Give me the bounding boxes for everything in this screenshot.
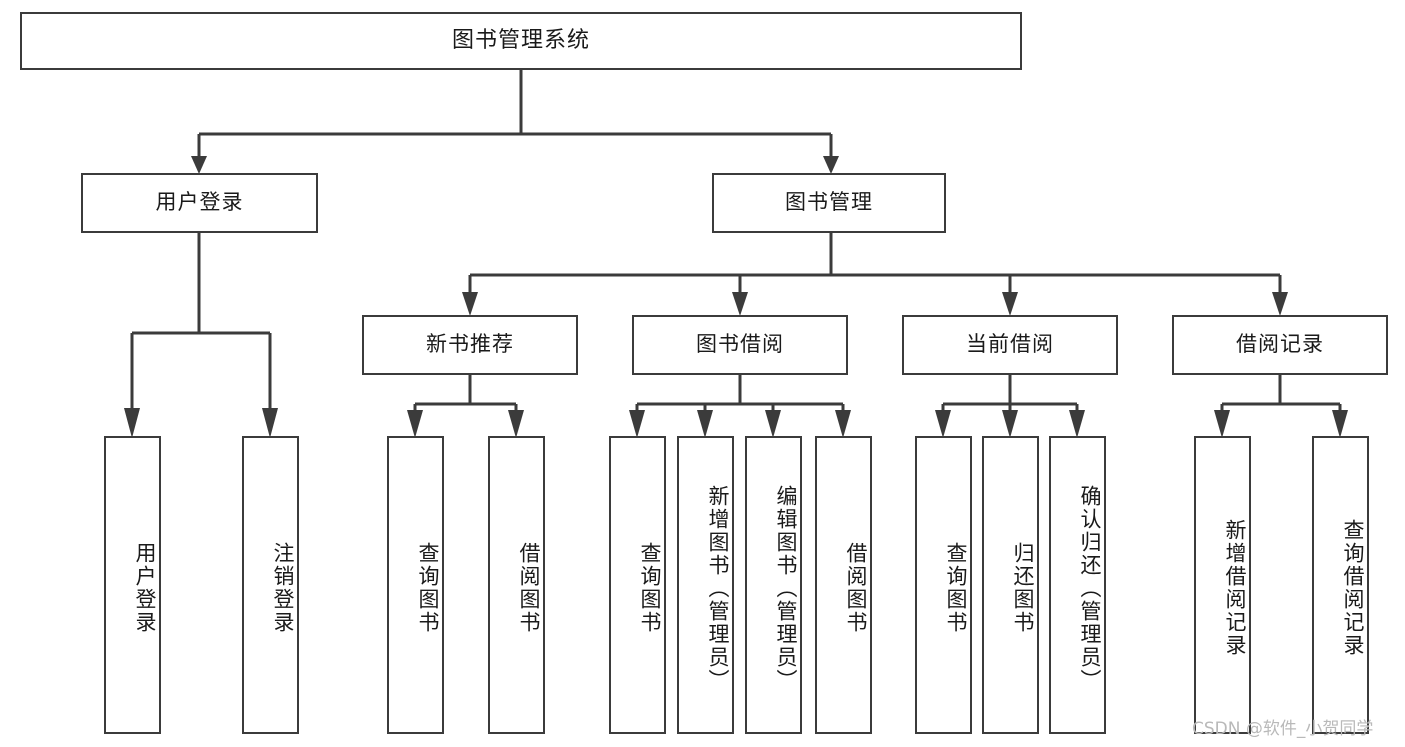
leaf-query-book-2[interactable]: 查询图书 — [609, 436, 666, 734]
leaf-borrow-book-1[interactable]: 借阅图书 — [488, 436, 545, 734]
node-borrow-record[interactable]: 借阅记录 — [1172, 315, 1388, 375]
leaf-edit-book-label: 编辑图书（管理员） — [774, 484, 798, 692]
leaf-user-login-label: 用户登录 — [133, 542, 157, 634]
leaf-logout-login-label: 注销登录 — [271, 542, 295, 634]
leaf-query-book-1[interactable]: 查询图书 — [387, 436, 444, 734]
leaf-borrow-book-2-label: 借阅图书 — [844, 542, 868, 634]
leaf-user-login[interactable]: 用户登录 — [104, 436, 161, 734]
leaf-query-record[interactable]: 查询借阅记录 — [1312, 436, 1369, 734]
node-root-label: 图书管理系统 — [451, 27, 590, 53]
node-current-borrow-label: 当前借阅 — [966, 332, 1054, 357]
leaf-add-record[interactable]: 新增借阅记录 — [1194, 436, 1251, 734]
leaf-query-book-1-label: 查询图书 — [416, 542, 440, 634]
node-new-book-recommend[interactable]: 新书推荐 — [362, 315, 578, 375]
leaf-return-book[interactable]: 归还图书 — [982, 436, 1039, 734]
leaf-edit-book[interactable]: 编辑图书（管理员） — [745, 436, 802, 734]
node-book-borrow[interactable]: 图书借阅 — [632, 315, 848, 375]
node-user-login[interactable]: 用户登录 — [81, 173, 318, 233]
node-borrow-record-label: 借阅记录 — [1236, 332, 1324, 357]
leaf-query-book-3[interactable]: 查询图书 — [915, 436, 972, 734]
leaf-logout-login[interactable]: 注销登录 — [242, 436, 299, 734]
leaf-confirm-return[interactable]: 确认归还（管理员） — [1049, 436, 1106, 734]
csdn-watermark: CSDN @软件_小贺同学 — [1192, 719, 1374, 739]
leaf-query-book-2-label: 查询图书 — [638, 542, 662, 634]
node-book-manage[interactable]: 图书管理 — [712, 173, 946, 233]
leaf-query-record-label: 查询借阅记录 — [1341, 519, 1365, 657]
leaf-add-book[interactable]: 新增图书（管理员） — [677, 436, 734, 734]
leaf-borrow-book-2[interactable]: 借阅图书 — [815, 436, 872, 734]
leaf-add-record-label: 新增借阅记录 — [1223, 519, 1247, 657]
leaf-add-book-label: 新增图书（管理员） — [706, 484, 730, 692]
node-book-borrow-label: 图书借阅 — [696, 332, 784, 357]
leaf-query-book-3-label: 查询图书 — [944, 542, 968, 634]
leaf-return-book-label: 归还图书 — [1011, 542, 1035, 634]
node-new-book-recommend-label: 新书推荐 — [426, 332, 514, 357]
node-user-login-label: 用户登录 — [155, 190, 244, 215]
node-current-borrow[interactable]: 当前借阅 — [902, 315, 1118, 375]
node-book-manage-label: 图书管理 — [785, 190, 873, 215]
leaf-borrow-book-1-label: 借阅图书 — [517, 542, 541, 634]
node-root[interactable]: 图书管理系统 — [20, 12, 1022, 70]
leaf-confirm-return-label: 确认归还（管理员） — [1078, 484, 1102, 692]
